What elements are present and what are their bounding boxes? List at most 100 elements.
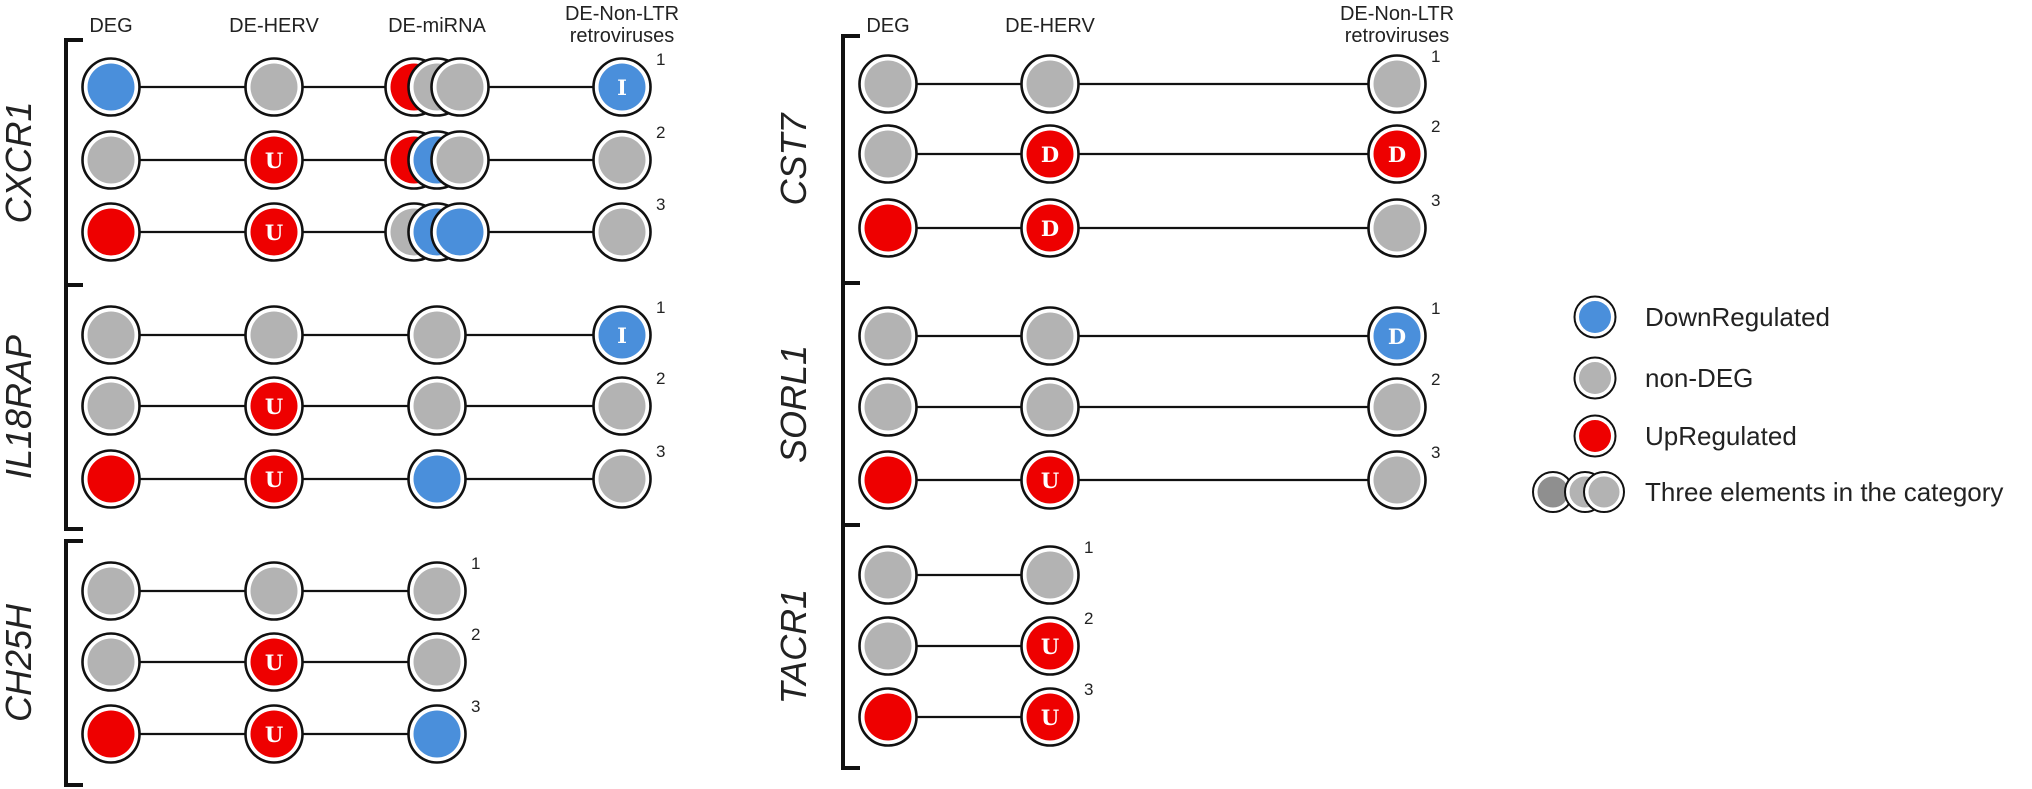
column-header-line: retroviruses (1345, 25, 1449, 47)
node-letter: D (1388, 324, 1406, 349)
legend-label: UpRegulated (1645, 421, 1797, 451)
legend-label: Three elements in the category (1645, 477, 2003, 507)
column-header: DEG (89, 15, 132, 37)
row-3: U3 (858, 680, 1093, 747)
node-fill-up (87, 455, 135, 503)
node-fill-nondeg (436, 136, 484, 184)
gene-label: TACR1 (773, 589, 814, 704)
row-number: 1 (1431, 299, 1440, 318)
node-letter: U (1041, 634, 1059, 659)
node-down (407, 704, 467, 764)
legend-fill-nondeg (1579, 362, 1611, 394)
node-fill-nondeg (598, 208, 646, 256)
node-nondeg (592, 449, 652, 509)
column-header-line: DEG (866, 15, 909, 37)
node-letter: D (1041, 216, 1059, 241)
node-letter: U (265, 650, 283, 675)
node-fill-nondeg (598, 455, 646, 503)
gene-bracket (64, 539, 83, 787)
legend-item-up: UpRegulated (1573, 414, 1797, 458)
node-up (81, 704, 141, 764)
node-fill-up (87, 710, 135, 758)
node-nondeg (858, 377, 918, 437)
column-header-line: DE-HERV (1005, 15, 1095, 37)
node-down (430, 202, 490, 262)
node-letter: U (265, 722, 283, 747)
node-fill-nondeg (87, 567, 135, 615)
gene-bracket (64, 38, 83, 287)
node-fill-nondeg (1373, 204, 1421, 252)
node-letter: U (1041, 705, 1059, 730)
node-letter: U (1041, 468, 1059, 493)
column-header-line: retroviruses (570, 25, 674, 47)
gene-bracket (841, 281, 860, 527)
node-fill-down (413, 710, 461, 758)
node-fill-down (413, 455, 461, 503)
node-fill-nondeg (1373, 456, 1421, 504)
gene-bracket (64, 283, 83, 531)
legend-triple-circle (1583, 471, 1625, 513)
gene-label: SORL1 (773, 345, 814, 463)
row-3: U3 (81, 442, 665, 509)
node-fill-up (1026, 693, 1074, 741)
node-nondeg (244, 305, 304, 365)
node-up: U (244, 704, 304, 764)
node-fill-nondeg (1373, 383, 1421, 431)
node-nondeg (592, 376, 652, 436)
gene-label: CXCR1 (0, 101, 39, 223)
node-nondeg (81, 130, 141, 190)
node-up: U (244, 376, 304, 436)
row-1: 1 (81, 554, 480, 621)
gene-label: CST7 (773, 112, 814, 206)
node-fill-nondeg (1026, 312, 1074, 360)
node-letter: D (1041, 142, 1059, 167)
node-fill-nondeg (87, 382, 135, 430)
row-3: U3 (81, 195, 665, 262)
column-header-line: DE-HERV (229, 15, 319, 37)
node-fill-nondeg (598, 382, 646, 430)
row-number: 1 (656, 50, 665, 69)
column-header-line: DE-miRNA (388, 15, 486, 37)
node-fill-up (864, 204, 912, 252)
node-fill-nondeg (864, 312, 912, 360)
node-up (858, 687, 918, 747)
row-2: U2 (81, 625, 480, 692)
node-fill-nondeg (413, 311, 461, 359)
node-fill-up (864, 693, 912, 741)
node-nondeg (592, 130, 652, 190)
node-nondeg (407, 632, 467, 692)
node-fill-nondeg (864, 622, 912, 670)
row-number: 1 (1431, 47, 1440, 66)
node-fill-down (1373, 312, 1421, 360)
node-letter: U (265, 394, 283, 419)
node-fill-up (1026, 130, 1074, 178)
legend-fill (1537, 476, 1569, 508)
node-up (81, 202, 141, 262)
node-fill-nondeg (436, 63, 484, 111)
row-number: 2 (1431, 370, 1440, 389)
node-up: U (1020, 687, 1080, 747)
node-fill-down (598, 311, 646, 359)
node-letter: U (265, 467, 283, 492)
column-header-line: DE-Non-LTR (565, 3, 679, 25)
node-down (81, 57, 141, 117)
column-header: DE-HERV (229, 15, 319, 37)
node-up: U (244, 449, 304, 509)
node-fill-nondeg (598, 136, 646, 184)
node-fill-nondeg (1026, 551, 1074, 599)
node-fill-nondeg (1026, 383, 1074, 431)
row-1: 1 (858, 47, 1440, 114)
column-header-line: DE-Non-LTR (1340, 3, 1454, 25)
gene-label: CH25H (0, 603, 39, 722)
node-fill-nondeg (1026, 60, 1074, 108)
node-nondeg (81, 305, 141, 365)
node-fill-up (87, 208, 135, 256)
node-fill-up (250, 208, 298, 256)
row-number: 1 (471, 554, 480, 573)
